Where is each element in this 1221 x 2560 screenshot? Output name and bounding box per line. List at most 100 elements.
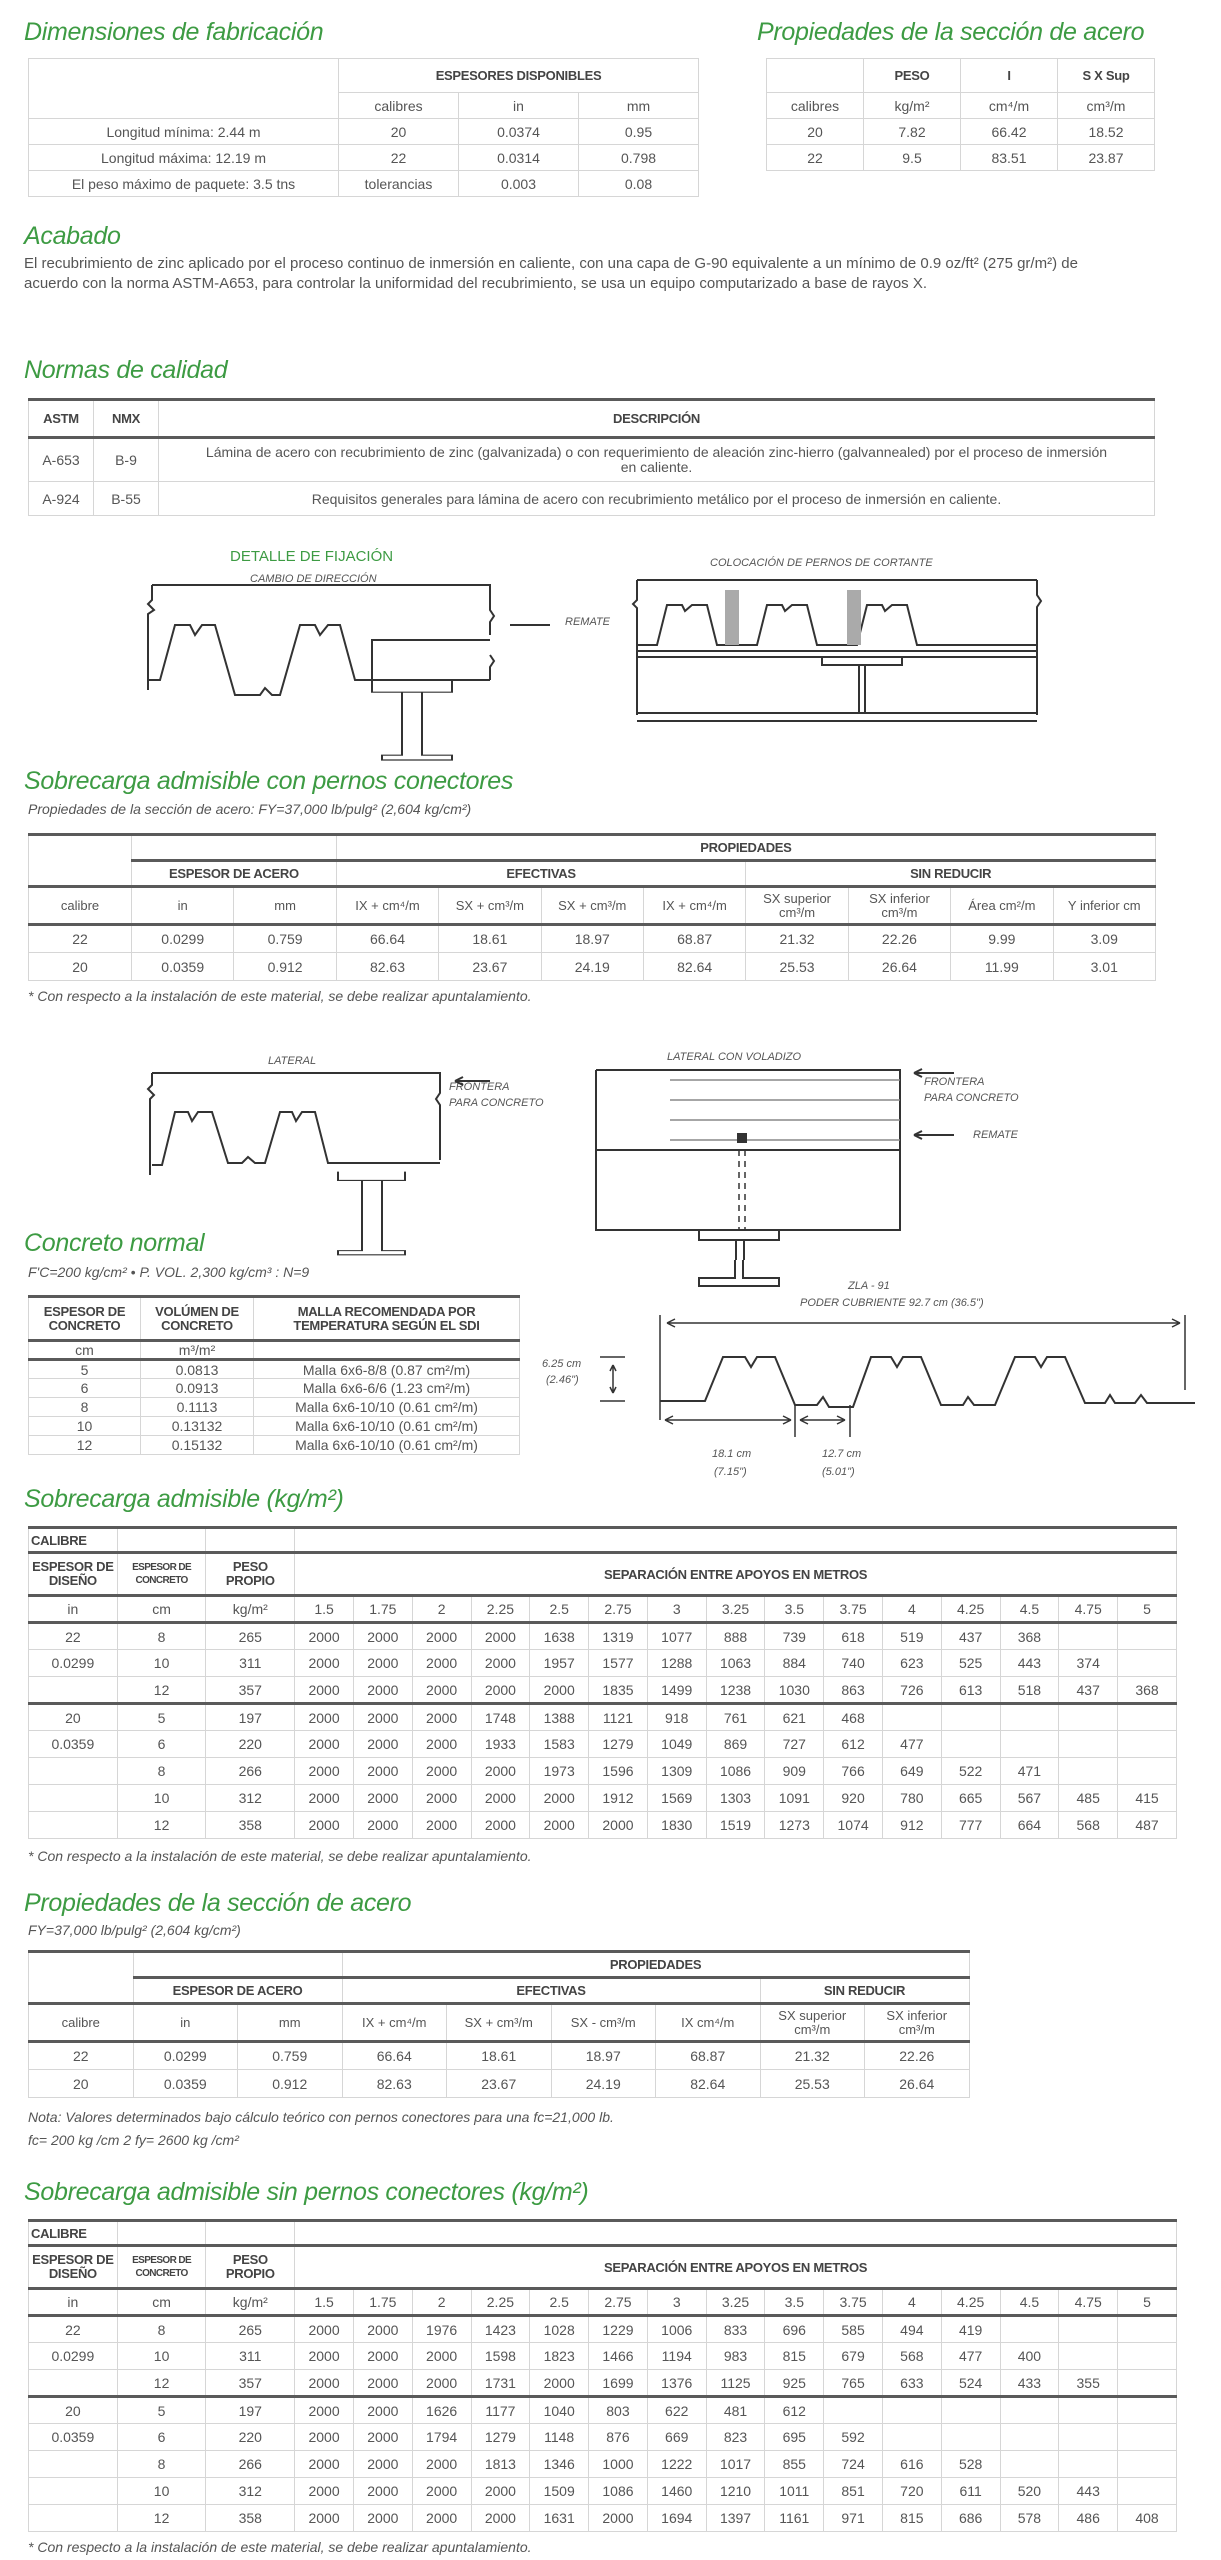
cell: 68.87	[642, 924, 747, 953]
cell: 2000	[470, 2504, 531, 2532]
cell: 1499	[646, 1676, 707, 1704]
cell: 519	[881, 1622, 942, 1650]
cell: 1423	[470, 2315, 531, 2343]
cell: 82.63	[341, 2069, 447, 2098]
cell: 82.64	[642, 952, 747, 981]
cell: 266	[205, 1757, 296, 1785]
cell: 780	[881, 1784, 942, 1812]
cell: 2000	[352, 2396, 413, 2424]
cell	[881, 2396, 942, 2424]
cell: 686	[940, 2504, 1001, 2532]
section-title-concreto: Concreto normal	[24, 1229, 205, 1257]
cell: 2000	[529, 1784, 590, 1812]
span-header: 1.75	[352, 1595, 413, 1623]
cell: 443	[1058, 2477, 1119, 2505]
header-malla: MALLA RECOMENDADA POR TEMPERATURA SEGÚN …	[253, 1296, 520, 1341]
cell: 1577	[588, 1649, 648, 1677]
span-header: 3.25	[705, 1595, 766, 1623]
cell: 408	[1117, 2504, 1177, 2532]
cell: 368	[999, 1622, 1060, 1650]
cell	[1117, 1622, 1177, 1650]
cell: 82.63	[335, 952, 440, 981]
cell: 8	[28, 1397, 141, 1417]
cell: 18.97	[540, 924, 644, 953]
cell: 10	[28, 1416, 141, 1436]
cell: 909	[764, 1757, 825, 1785]
cell: 2000	[294, 1703, 354, 1731]
cell	[999, 1703, 1060, 1731]
unit-cell: cm	[116, 1595, 207, 1623]
empty-cell	[132, 1951, 343, 1978]
cell	[28, 2369, 118, 2397]
span-header: 2.25	[470, 1595, 531, 1623]
perfil-d2: 12.7 cm	[822, 1448, 862, 1460]
cell	[1117, 2423, 1177, 2451]
cell: 357	[205, 2369, 296, 2397]
cell: 18.97	[550, 2041, 656, 2070]
header-astm: ASTM	[28, 399, 94, 438]
empty-cell	[116, 2220, 207, 2246]
perfil-altura-in: (2.46")	[546, 1374, 579, 1386]
cell: 26.64	[847, 952, 952, 981]
cell: 22	[766, 144, 864, 171]
cell: 1973	[529, 1757, 590, 1785]
cell: 266	[205, 2450, 296, 2478]
cell: 1006	[646, 2315, 707, 2343]
cell: 1466	[588, 2342, 648, 2370]
header-calibre: CALIBRE	[28, 1527, 118, 1553]
cell: 311	[205, 1649, 296, 1677]
nota-2: fc= 200 kg /cm 2 fy= 2600 kg /cm²	[28, 2132, 239, 2148]
empty-cell	[205, 2220, 296, 2246]
cell: 18.61	[446, 2041, 552, 2070]
header-sxsup: S X Sup	[1057, 58, 1155, 93]
cell: 22	[28, 2041, 134, 2070]
span-header: 2.5	[529, 2288, 590, 2316]
cell	[1117, 2342, 1177, 2370]
header-espesor-diseno: ESPESOR DE DISEÑO	[28, 2245, 118, 2289]
cell: 665	[940, 1784, 1001, 1812]
cell: 621	[764, 1703, 825, 1731]
cell: 5	[28, 1359, 141, 1379]
span-header: 2	[411, 1595, 472, 1623]
cell: A-653	[28, 437, 94, 482]
cell: 1086	[705, 1757, 766, 1785]
cell: 851	[823, 2477, 883, 2505]
cell: 5	[116, 2396, 207, 2424]
cell: 2000	[352, 1730, 413, 1758]
cell: 1694	[646, 2504, 707, 2532]
cell: 18.52	[1057, 118, 1155, 145]
cell: 2000	[294, 2369, 354, 2397]
cell: 1376	[646, 2369, 707, 2397]
cell	[1058, 1622, 1119, 1650]
cell: 823	[705, 2423, 766, 2451]
cell: 876	[588, 2423, 648, 2451]
cell: 2000	[352, 1649, 413, 1677]
cell: 468	[823, 1703, 883, 1731]
header-i: I	[960, 58, 1058, 93]
cell: A-924	[28, 481, 94, 516]
cell: 20	[766, 118, 864, 145]
cell: 869	[705, 1730, 766, 1758]
cell: 0.912	[233, 952, 337, 981]
cell: Lámina de acero con recubrimiento de zin…	[158, 437, 1155, 482]
cell: 400	[999, 2342, 1060, 2370]
cell: 1397	[705, 2504, 766, 2532]
cell	[1058, 2396, 1119, 2424]
span-header: 2.5	[529, 1595, 590, 1623]
cell: 7.82	[863, 118, 961, 145]
cell: 1273	[764, 1811, 825, 1839]
cell: 20	[28, 1703, 118, 1731]
unit-cell: kg/m²	[205, 2288, 296, 2316]
para-concreto-label: PARA CONCRETO	[449, 1097, 544, 1109]
span-header: 1.5	[294, 1595, 354, 1623]
cell: 2000	[294, 2315, 354, 2343]
header-volumen: VOLÚMEN DE CONCRETO	[140, 1296, 254, 1341]
cell: 918	[646, 1703, 707, 1731]
span-header: 3.5	[764, 2288, 825, 2316]
cell: 10	[116, 1649, 207, 1677]
cell: 12	[116, 2504, 207, 2532]
unit-cell	[253, 1340, 520, 1360]
span-header: 2.75	[588, 1595, 648, 1623]
cell: 696	[764, 2315, 825, 2343]
